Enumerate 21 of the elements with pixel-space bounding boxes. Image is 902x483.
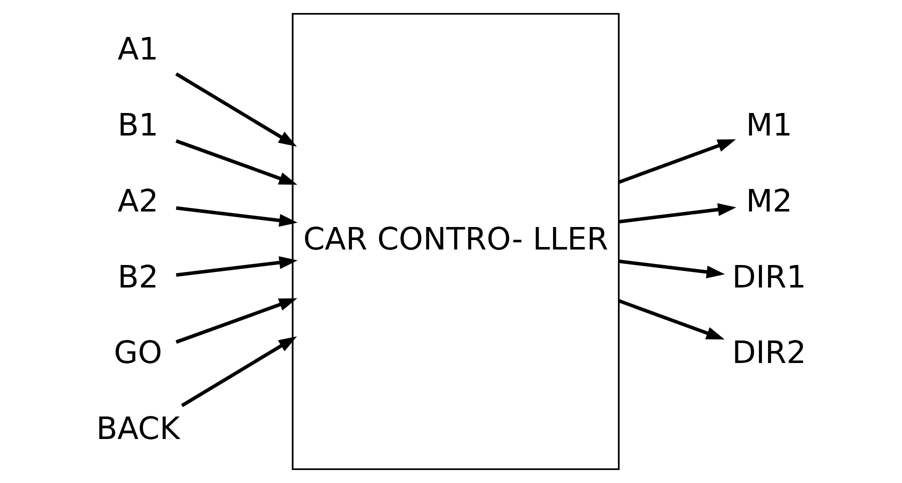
arrow xyxy=(175,256,298,277)
node-text: DIR1 xyxy=(732,259,806,296)
arrow xyxy=(618,203,736,224)
node-text: A1 xyxy=(117,32,158,68)
arrow xyxy=(618,139,736,184)
node-text: GO xyxy=(113,335,162,372)
arrow xyxy=(175,298,297,344)
arrow xyxy=(180,336,296,408)
node-text: BACK xyxy=(96,411,180,448)
node-text: B2 xyxy=(117,259,158,296)
arrow xyxy=(618,299,724,340)
arrow xyxy=(175,206,298,227)
node-text: M1 xyxy=(746,108,792,144)
arrow xyxy=(618,260,724,278)
node-text: M2 xyxy=(746,183,792,220)
node-text: A2 xyxy=(117,183,158,220)
arrow xyxy=(175,139,297,185)
arrow xyxy=(174,72,296,147)
node-text: DIR2 xyxy=(732,335,806,372)
node-text: B1 xyxy=(117,108,158,144)
node-box: CAR CONTRO- LLER xyxy=(291,12,620,470)
